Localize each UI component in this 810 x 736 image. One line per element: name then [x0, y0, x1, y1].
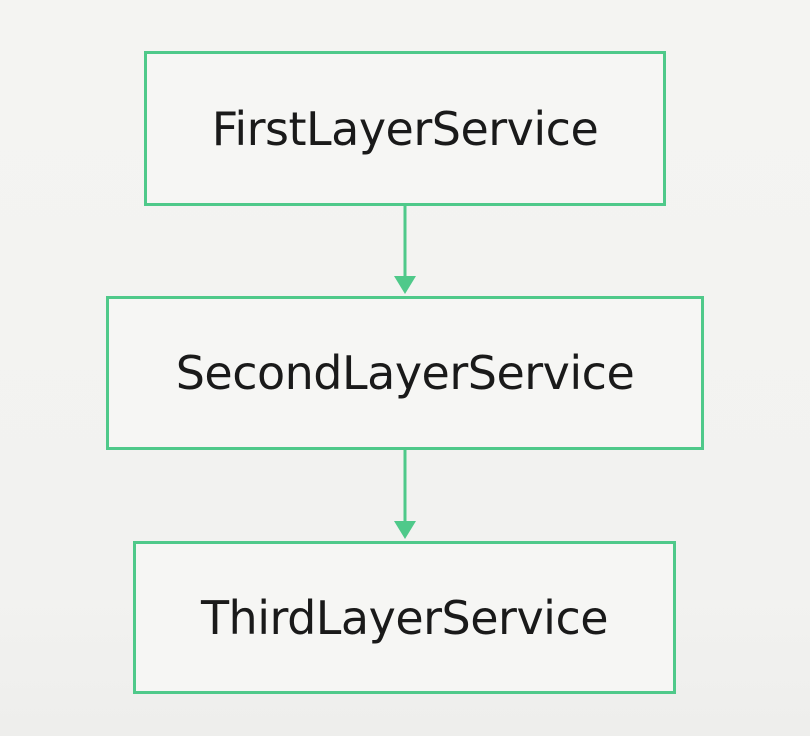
- node-third-layer-service: ThirdLayerService: [133, 541, 676, 694]
- node-first-layer-service: FirstLayerService: [144, 51, 666, 206]
- arrow-first-to-second: [394, 206, 416, 294]
- node-second-layer-service: SecondLayerService: [106, 296, 704, 450]
- node-label: ThirdLayerService: [200, 590, 609, 645]
- node-label: SecondLayerService: [175, 346, 635, 400]
- arrow-second-to-third: [394, 450, 416, 539]
- node-label: FirstLayerService: [211, 101, 599, 156]
